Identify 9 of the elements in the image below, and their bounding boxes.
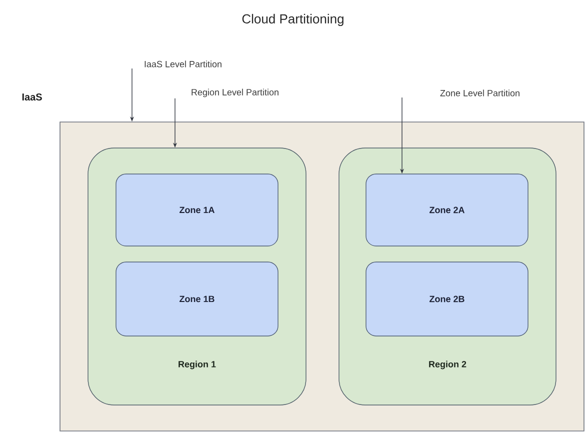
callout-text: Region Level Partition [192, 88, 278, 98]
title: Cloud Partitioning [242, 14, 344, 26]
zone-box: Zone 2A [366, 174, 528, 246]
zone-box: Zone 2B [366, 262, 528, 336]
callout-text: Zone Level Partition [440, 90, 520, 96]
node-label: IaaS [22, 93, 42, 101]
zone-box: Zone 1B [116, 262, 278, 336]
callout-text: IaaS Level Partition [144, 60, 222, 68]
zone-box: Zone 1A [116, 174, 278, 246]
